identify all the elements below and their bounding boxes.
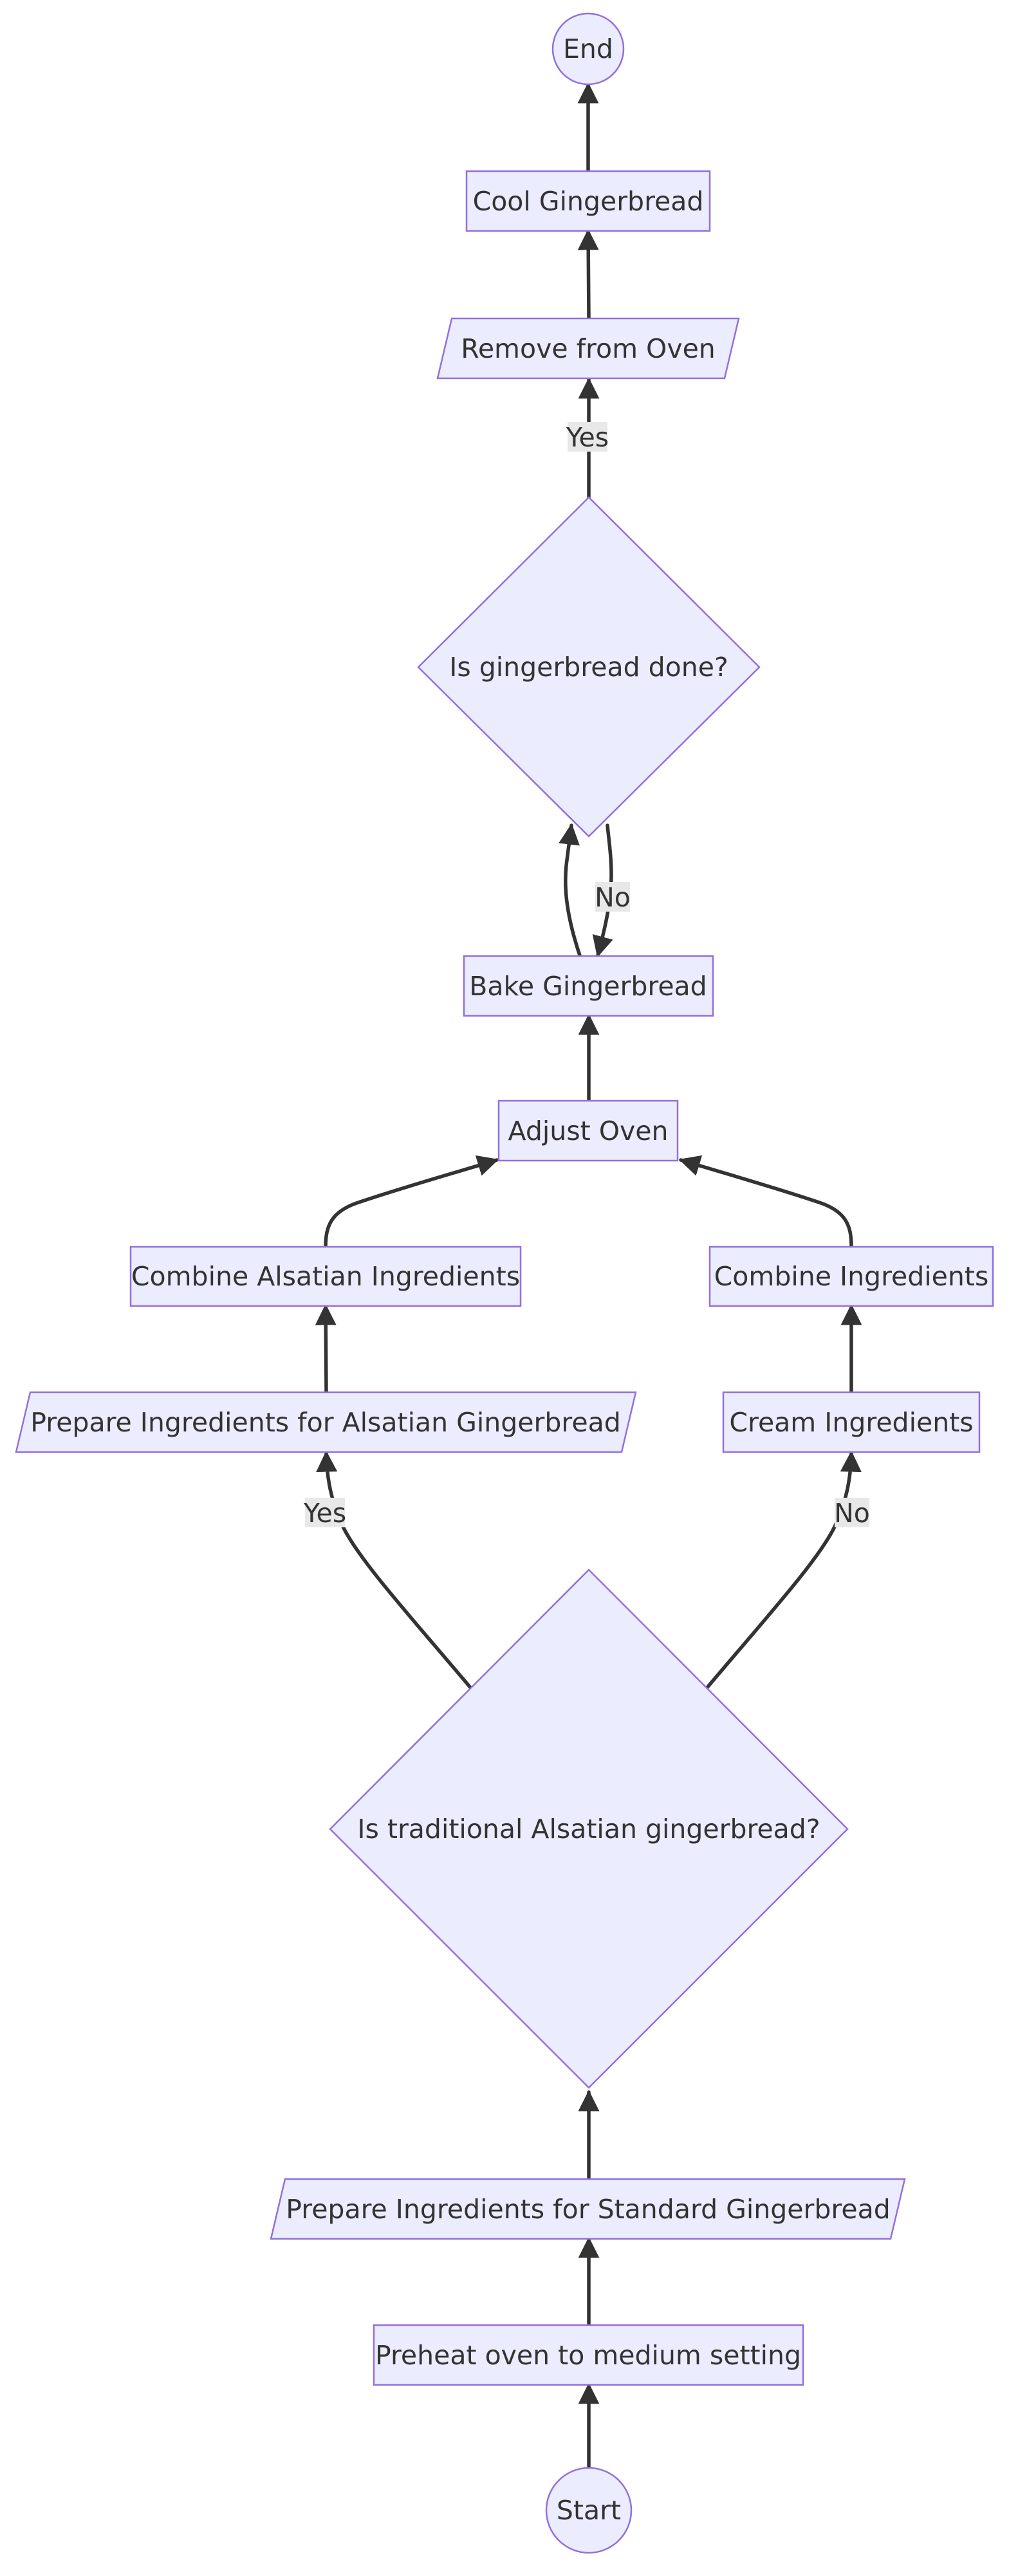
nodes: End Cool Gingerbread Remove from Oven Is…	[15, 12, 994, 2554]
node-combine-ingredients: Combine Ingredients	[708, 1246, 994, 1307]
edge-label-no-done: No	[595, 882, 631, 913]
edge-done-to-bake	[592, 823, 613, 958]
node-remove-from-oven: Remove from Oven	[436, 317, 740, 380]
node-label: Is gingerbread done?	[449, 652, 728, 683]
node-label: Is traditional Alsatian gingerbread?	[357, 1814, 820, 1845]
edge-label-yes-traditional: Yes	[303, 1498, 346, 1529]
node-start: Start	[545, 2467, 633, 2554]
node-cool-gingerbread: Cool Gingerbread	[465, 170, 711, 232]
edge-label-text: No	[834, 1498, 870, 1529]
edge-combine-alsatian-to-adjust	[324, 1155, 499, 1249]
node-label: Combine Ingredients	[714, 1261, 989, 1292]
node-preheat-oven: Preheat oven to medium setting	[373, 2324, 804, 2386]
edge-traditional-to-cream	[705, 1450, 862, 1689]
edge-bake-to-done	[559, 823, 582, 957]
edge-label-text: Yes	[303, 1498, 346, 1529]
edge-label-text: Yes	[566, 422, 609, 453]
node-label: Combine Alsatian Ingredients	[131, 1261, 520, 1292]
edge-remove-to-cool	[577, 228, 599, 320]
node-label: Adjust Oven	[508, 1116, 669, 1146]
edge-label-yes-done: Yes	[566, 422, 609, 453]
node-is-gingerbread-done: Is gingerbread done?	[417, 496, 761, 838]
node-end: End	[551, 12, 625, 86]
node-prepare-ingredients-standard: Prepare Ingredients for Standard Gingerb…	[270, 2178, 906, 2240]
edge-combine-to-adjust	[678, 1155, 853, 1249]
node-label: Remove from Oven	[461, 333, 716, 364]
node-is-traditional-alsatian: Is traditional Alsatian gingerbread?	[329, 1569, 849, 2089]
node-prepare-ingredients-alsatian: Prepare Ingredients for Alsatian Gingerb…	[15, 1391, 637, 1453]
node-label: Preheat oven to medium setting	[375, 2340, 801, 2371]
node-label: Bake Gingerbread	[469, 971, 707, 1002]
node-label: Cool Gingerbread	[473, 186, 704, 217]
node-label: Prepare Ingredients for Standard Gingerb…	[286, 2194, 891, 2225]
edge-label-no-traditional: No	[834, 1498, 870, 1529]
node-label: Start	[557, 2495, 621, 2526]
edge-labels: Yes No No Yes	[303, 422, 870, 1529]
edge-label-text: No	[595, 882, 631, 913]
node-label: Prepare Ingredients for Alsatian Gingerb…	[30, 1407, 620, 1438]
node-label: End	[563, 33, 613, 64]
node-combine-alsatian-ingredients: Combine Alsatian Ingredients	[129, 1246, 522, 1307]
node-label: Cream Ingredients	[729, 1407, 973, 1438]
node-adjust-oven: Adjust Oven	[497, 1099, 679, 1162]
node-cream-ingredients: Cream Ingredients	[722, 1391, 981, 1453]
edge-traditional-to-prep-alsatian	[316, 1450, 472, 1689]
node-bake-gingerbread: Bake Gingerbread	[463, 955, 714, 1017]
